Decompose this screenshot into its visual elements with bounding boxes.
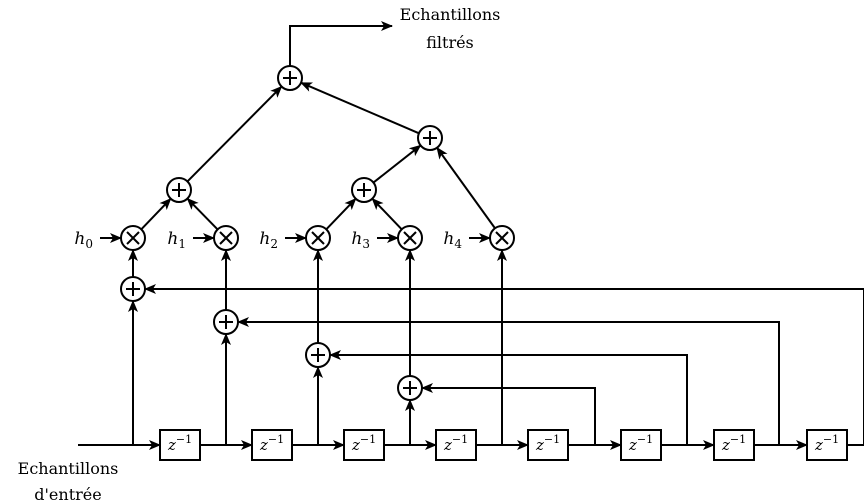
coefficient-h4: h4 <box>443 229 462 251</box>
delay-box: z−1 <box>620 429 662 461</box>
pre-adder-1 <box>213 309 239 335</box>
delay-box: z−1 <box>435 429 477 461</box>
coefficient-h1: h1 <box>167 229 186 251</box>
fold-back-1 <box>237 317 780 445</box>
multiplier-0 <box>120 225 146 251</box>
output-line <box>289 21 393 66</box>
tree-adder-2 <box>417 125 443 151</box>
delay-box: z−1 <box>527 429 569 461</box>
coefficient-h3: h3 <box>351 229 370 251</box>
pre-adder-2 <box>305 342 331 368</box>
a2-to-a3 <box>372 144 422 184</box>
m4-to-a3 <box>436 146 496 229</box>
m3-to-a2 <box>371 197 403 231</box>
multiplier-4 <box>489 225 515 251</box>
multiplier-3 <box>397 225 423 251</box>
coefficient-h2: h2 <box>259 229 278 251</box>
a1-to-a4 <box>186 85 283 183</box>
delay-box: z−1 <box>159 429 201 461</box>
delay-label: z−1 <box>351 433 376 454</box>
output-label-line1: Echantillons <box>400 5 501 24</box>
signal-wires <box>78 21 864 450</box>
input-label-line1: Echantillons <box>18 459 119 478</box>
m2-to-a2 <box>325 197 357 231</box>
a3-to-a4 <box>300 81 420 135</box>
tree-adder-1 <box>351 177 377 203</box>
pre-adder-3 <box>397 375 423 401</box>
output-label-line2: filtrés <box>426 33 474 52</box>
tree-adder-0 <box>166 177 192 203</box>
multiplier-2 <box>305 225 331 251</box>
m1-to-a1 <box>186 197 219 231</box>
coefficient-h0: h0 <box>74 229 93 251</box>
fold-back-0 <box>144 284 864 445</box>
m0-to-a1 <box>140 197 172 231</box>
pre-adder-0 <box>120 276 146 302</box>
delay-line: z−1 z−1 z−1 z−1 z−1 z−1 z−1 z−1 <box>159 429 848 461</box>
fold-back-2 <box>329 350 688 445</box>
tree-adder-3 <box>277 65 303 91</box>
delay-box: z−1 <box>806 429 848 461</box>
operator-nodes <box>120 65 515 401</box>
delay-box: z−1 <box>713 429 755 461</box>
delay-box: z−1 <box>251 429 293 461</box>
fold-back-3 <box>421 383 596 445</box>
delay-box: z−1 <box>343 429 385 461</box>
multiplier-1 <box>213 225 239 251</box>
input-label-line2: d'entrée <box>34 485 101 504</box>
